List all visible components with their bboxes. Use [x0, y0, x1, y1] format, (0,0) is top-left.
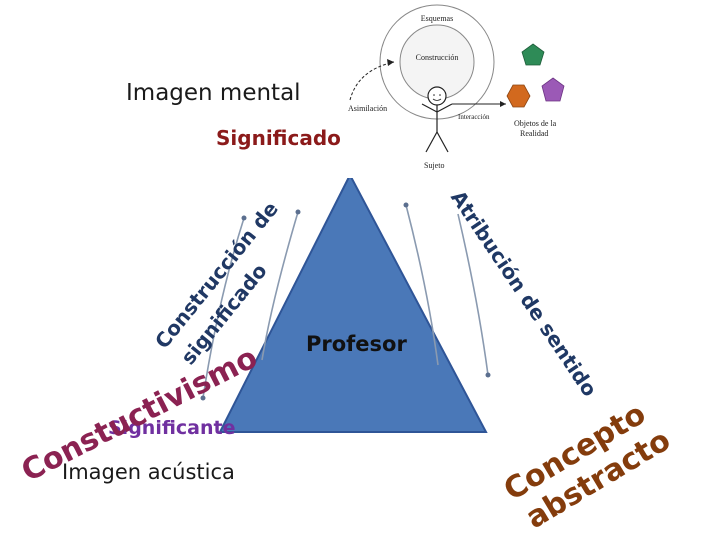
- asimilacion-arrow: [349, 61, 395, 101]
- interaccion-label: Interacción: [458, 113, 490, 121]
- objetos-label-line1: Objetos de la: [514, 119, 557, 128]
- profesor-triangle: [218, 172, 488, 433]
- green-pentagon-object: [521, 43, 545, 66]
- left-inner-curve: [261, 211, 299, 361]
- right-inner-curve: [405, 204, 439, 366]
- right-inner-curve-dot: [403, 202, 409, 208]
- schema-illustration: Esquemas Construcción Sujeto Asimilación…: [340, 0, 578, 178]
- significante-label: Significante: [108, 417, 236, 439]
- purple-pentagon-object: [541, 77, 565, 102]
- right-outer-curve: [457, 213, 489, 376]
- significado-label: Significado: [216, 126, 341, 150]
- objetos-label-line2: Realidad: [520, 129, 548, 138]
- imagen-mental-label: Imagen mental: [126, 80, 301, 106]
- orange-hexagon-object: [506, 84, 531, 108]
- imagen-acustica-label: Imagen acústica: [62, 460, 235, 484]
- esquemas-label: Esquemas: [421, 14, 453, 23]
- profesor-label: Profesor: [306, 332, 407, 356]
- asimilacion-label: Asimilación: [348, 104, 387, 113]
- right-outer-curve-dot: [485, 372, 491, 378]
- left-outer-curve-dot: [241, 215, 247, 221]
- sujeto-label: Sujeto: [424, 161, 444, 170]
- left-outer-curve: [202, 217, 245, 399]
- left-inner-curve-dot: [295, 209, 301, 215]
- left-outer-curve-dot-end: [200, 395, 206, 401]
- sujeto-figure: [421, 86, 453, 153]
- construccion-label: Construcción: [416, 53, 459, 62]
